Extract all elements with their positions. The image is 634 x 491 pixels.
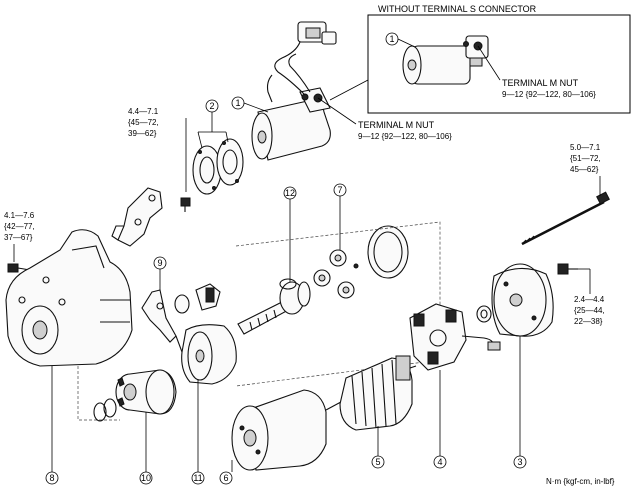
through-bolt-torque-line3: 45—62}	[570, 165, 599, 174]
housing-bolt-torque-line2: {42—77,	[4, 222, 35, 231]
rear-screw-torque-line2: {25—44,	[574, 306, 605, 315]
snap-ring	[93, 398, 117, 422]
callout-3: 3	[517, 457, 522, 467]
callout-11: 11	[193, 473, 202, 483]
planetary-gears	[313, 249, 359, 299]
callout-8: 8	[49, 473, 54, 483]
units-legend: N·m {kgf-cm, in-lbf}	[546, 477, 615, 486]
shift-lever	[141, 289, 183, 353]
bracket-bolt-torque-line1: 4.4—7.1	[128, 107, 159, 116]
callout-2: 2	[209, 101, 214, 111]
bracket-bolt	[180, 197, 191, 212]
callout-4: 4	[437, 457, 442, 467]
inset-frame	[367, 14, 631, 114]
assembly-outline	[235, 221, 441, 387]
callout-5: 5	[375, 457, 380, 467]
rear-cover-screw	[557, 263, 578, 275]
brush-holder	[409, 303, 501, 371]
inset-terminal-label: TERMINAL M NUT	[502, 78, 579, 88]
terminal-m-label: TERMINAL M NUT	[358, 120, 435, 130]
bracket-bolt-torque-line3: 39—62}	[128, 129, 157, 138]
internal-gear	[367, 225, 409, 279]
callout-10: 10	[141, 473, 151, 483]
callout-6: 6	[223, 473, 228, 483]
solenoid-switch	[251, 21, 337, 161]
rear-screw-torque-line1: 2.4—4.4	[574, 295, 605, 304]
inset-terminal-leader	[477, 45, 501, 81]
housing-bolt-torque-line1: 4.1—7.6	[4, 211, 35, 220]
drive-shaft	[237, 278, 311, 335]
through-bolt	[521, 191, 610, 246]
rear-cover	[491, 263, 554, 337]
gaskets	[192, 138, 244, 195]
through-bolt-torque-line2: {51—72,	[570, 154, 601, 163]
yoke	[231, 389, 327, 471]
callout-9: 9	[157, 258, 162, 268]
callout-7: 7	[337, 185, 342, 195]
housing-bolt-torque-line3: 37—67}	[4, 233, 33, 242]
inset-terminal-torque: 9—12 {92—122, 80—106}	[502, 90, 596, 99]
rubber-plug	[174, 283, 221, 314]
inset-panel: WITHOUT TERMINAL S CONNECTOR 1 TERMINAL …	[367, 4, 631, 114]
inset-solenoid	[402, 35, 489, 85]
rear-screw-torque-line3: 22—38}	[574, 317, 603, 326]
inset-callout-number: 1	[389, 34, 394, 44]
callout-12: 12	[285, 188, 295, 198]
inset-title: WITHOUT TERMINAL S CONNECTOR	[378, 4, 537, 14]
terminal-m-leader	[317, 97, 357, 125]
bushing	[476, 305, 492, 323]
mounting-bracket	[111, 187, 163, 247]
center-bracket	[181, 324, 237, 385]
callout-1: 1	[235, 98, 240, 108]
pinion-clutch	[115, 369, 177, 415]
drive-end-housing	[5, 229, 133, 367]
terminal-m-torque: 9—12 {92—122, 80—106}	[358, 132, 452, 141]
through-bolt-torque-line1: 5.0—7.1	[570, 143, 601, 152]
armature	[325, 355, 417, 431]
bracket-bolt-torque-line2: {45—72,	[128, 118, 159, 127]
